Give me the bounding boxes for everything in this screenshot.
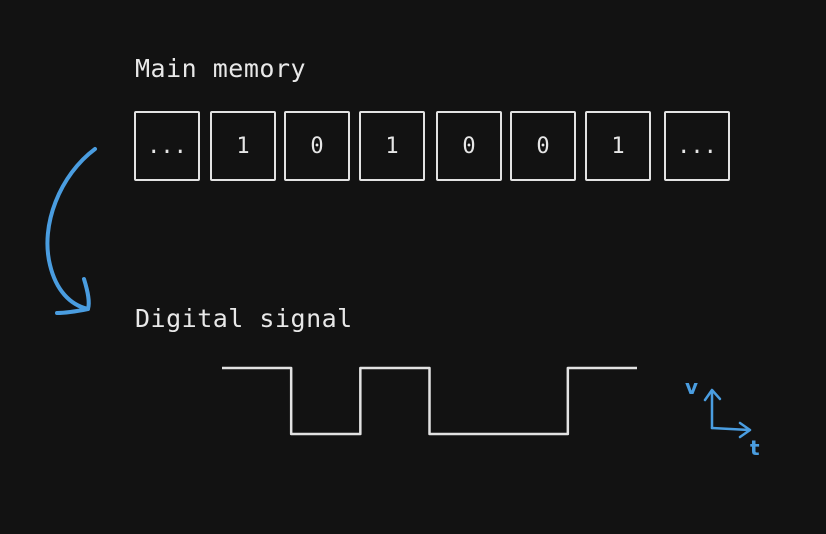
memory-cell-ellipsis-left: ...	[134, 111, 200, 181]
conversion-arrow	[45, 147, 97, 311]
memory-cell-1: 1	[210, 111, 276, 181]
digital-signal-title: Digital signal	[135, 304, 353, 333]
conversion-arrow-head	[55, 277, 91, 315]
main-memory-title: Main memory	[135, 54, 307, 83]
voltage-axis-label: v	[685, 375, 698, 399]
memory-cell-6: 1	[585, 111, 651, 181]
memory-cell-ellipsis-right: ...	[664, 111, 730, 181]
memory-cell-3: 1	[359, 111, 425, 181]
memory-cell-5: 0	[510, 111, 576, 181]
digital-signal-wave	[222, 366, 637, 436]
time-axis-label: t	[750, 436, 760, 460]
voltage-time-axis-icon: v t	[685, 375, 760, 460]
memory-cell-4: 0	[436, 111, 502, 181]
square-wave-path	[222, 366, 637, 436]
memory-cell-2: 0	[284, 111, 350, 181]
